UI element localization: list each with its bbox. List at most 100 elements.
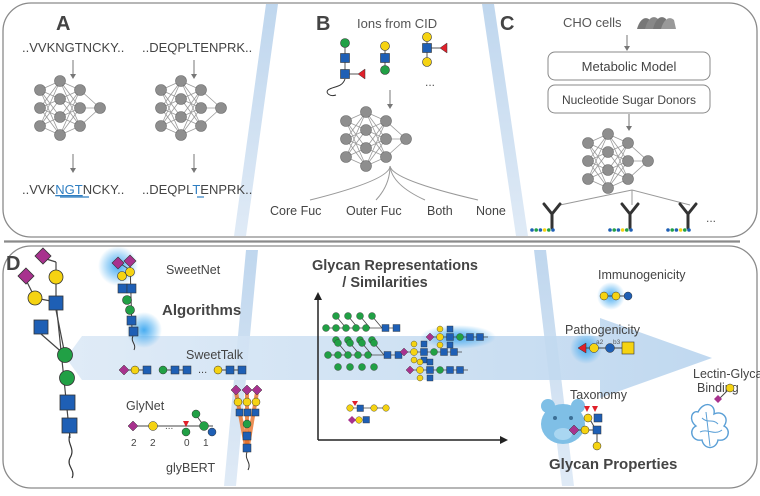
- glcnac-icon: [450, 348, 458, 356]
- pathogenicity-glycan: a2 b3: [577, 339, 635, 355]
- nn-node: [602, 128, 614, 140]
- nn-node: [195, 84, 207, 96]
- nn-edge: [59, 89, 81, 136]
- glcnac-icon: [476, 333, 484, 341]
- x-axis-arrowhead: [500, 436, 508, 444]
- nn-node: [622, 137, 634, 149]
- glcnac-icon: [440, 348, 448, 356]
- mannose-icon: [356, 312, 364, 320]
- panel-c-fan: [559, 189, 691, 206]
- sweetnet-label: SweetNet: [166, 263, 221, 277]
- sugar-icon: [456, 333, 464, 341]
- panel-a: A ..VVKNGTNCKY.. ..DEQPLTENPRK.. ..VVKNG…: [22, 13, 252, 198]
- glcnac-icon: [426, 374, 434, 382]
- arrow-a-left-out-head: [70, 168, 76, 173]
- mannose-icon: [370, 363, 378, 371]
- panel-c-letter: C: [500, 13, 514, 35]
- neuac-icon: [34, 247, 52, 265]
- glucose-icon: [623, 291, 633, 301]
- nn-node: [195, 102, 207, 114]
- glcnac-icon: [446, 333, 454, 341]
- nn-node: [582, 137, 594, 149]
- nn-edge: [160, 80, 182, 127]
- glycan-properties-label: Glycan Properties: [549, 456, 677, 473]
- glcnac-icon: [182, 365, 192, 375]
- nn-node: [380, 115, 392, 127]
- mannose-icon: [370, 339, 378, 347]
- galactose-icon: [410, 356, 418, 364]
- galactose-icon: [410, 340, 418, 348]
- glcnac-icon: [392, 324, 401, 332]
- panel-a-seq-left-bottom: ..VVKNGTNCKY..: [22, 182, 124, 197]
- glcnac-icon: [235, 408, 244, 417]
- link-b3: b3: [613, 339, 621, 346]
- panel-b-ellipsis: ...: [425, 75, 435, 89]
- nn-node: [54, 75, 66, 87]
- galactose-icon: [242, 397, 252, 407]
- galactose-icon: [611, 291, 621, 301]
- nn-edge: [365, 120, 387, 167]
- mini-sugar-icon: [547, 228, 551, 232]
- glynet-num-1: 2: [131, 438, 137, 449]
- galactose-icon: [117, 271, 127, 281]
- glcnac-icon: [381, 324, 390, 332]
- galactose-icon: [48, 269, 64, 285]
- nn-edge: [180, 89, 202, 136]
- glcnac-icon: [446, 341, 454, 349]
- mini-sugar-icon: [551, 228, 555, 232]
- glcnac-icon: [383, 351, 392, 359]
- glcnac-icon: [251, 408, 260, 417]
- arrow-c-2-head: [626, 126, 632, 131]
- nn-node: [215, 102, 227, 114]
- neuac-icon: [118, 364, 130, 376]
- nn-node: [582, 155, 594, 167]
- mannose-icon: [346, 363, 354, 371]
- sugar-icon: [410, 348, 418, 356]
- galactose-icon: [355, 416, 363, 424]
- immunogenicity-glycan: [599, 291, 633, 301]
- galactose-icon: [148, 421, 158, 431]
- mannose-icon: [322, 324, 330, 332]
- top-frame: [2, 2, 758, 238]
- fucose-icon: [357, 68, 366, 80]
- antibody-icon: [678, 202, 698, 230]
- mannose-icon: [346, 339, 354, 347]
- lectin-protein-icon: [690, 383, 735, 449]
- glynet-label: GlyNet: [126, 399, 165, 413]
- ion-3: [422, 32, 448, 67]
- mini-sugar-icon: [530, 228, 534, 232]
- glcnac-icon: [422, 43, 432, 53]
- mannose-icon: [362, 324, 370, 332]
- glybert-label: glyBERT: [166, 461, 215, 475]
- mini-sugar-icon: [678, 228, 683, 232]
- scatter-axes: [314, 292, 508, 444]
- panel-a-letter: A: [56, 13, 70, 35]
- mannose-icon: [340, 38, 350, 48]
- galactose-icon: [422, 57, 432, 67]
- neuac-icon: [251, 384, 263, 396]
- sugar-icon: [416, 366, 424, 374]
- glcnac-icon: [48, 295, 64, 311]
- seq-right-pre: ..DEQPL: [142, 182, 193, 197]
- peptide-tail-icon: [131, 335, 136, 351]
- galactose-icon: [125, 267, 135, 277]
- nn-node: [175, 129, 187, 141]
- sugar-icon: [430, 348, 438, 356]
- neural-net-c: [582, 128, 654, 194]
- arrow-a-left-in-head: [70, 74, 76, 79]
- peptide-tail-icon: [68, 433, 74, 479]
- glcnac-icon: [170, 365, 180, 375]
- metabolic-model-label: Metabolic Model: [582, 59, 677, 74]
- sugar-icon: [436, 366, 444, 374]
- neuac-icon: [241, 384, 253, 396]
- nn-node: [34, 120, 46, 132]
- mini-sugar-icon: [612, 228, 616, 232]
- neuac-icon: [425, 332, 435, 342]
- mannose-icon: [57, 347, 73, 363]
- glcnac-icon: [243, 408, 252, 417]
- mannose-icon: [125, 305, 135, 315]
- divider-b-c: [482, 4, 528, 236]
- mini-sugar-icon: [620, 228, 625, 232]
- mannose-icon: [199, 421, 209, 431]
- ion-2: [380, 41, 390, 75]
